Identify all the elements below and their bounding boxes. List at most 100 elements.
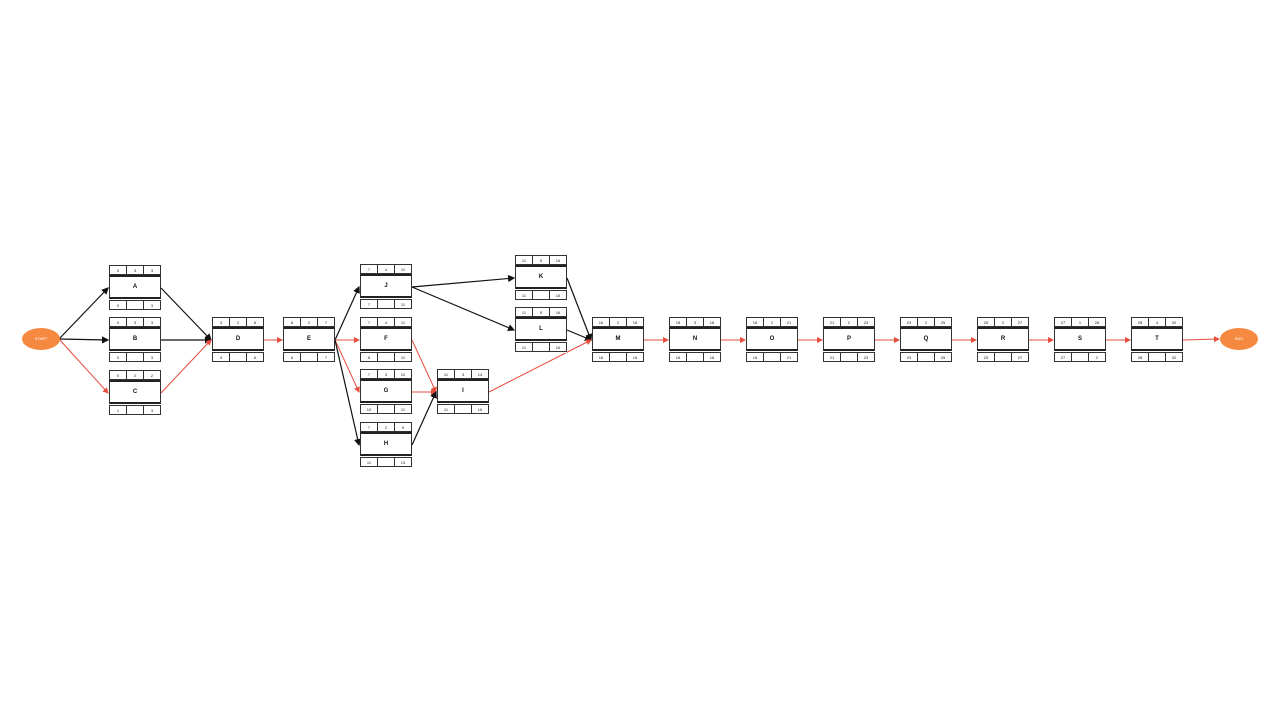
late-start: 11: [515, 290, 533, 300]
duration: 2: [917, 317, 935, 327]
start-node: START: [22, 328, 60, 350]
late-start: 18: [669, 352, 687, 362]
early-start: 11: [515, 255, 533, 265]
early-start: 16: [592, 317, 610, 327]
duration: 3: [126, 317, 144, 327]
late-start: 0: [109, 352, 127, 362]
duration: 3: [454, 369, 472, 379]
duration: 3: [377, 369, 395, 379]
slack: [377, 457, 395, 467]
slack: [377, 404, 395, 414]
edge-t-end: [1182, 336, 1220, 343]
early-finish: 3: [143, 265, 161, 275]
slack: [532, 290, 550, 300]
late-start: 0: [109, 300, 127, 310]
late-finish: 16: [471, 404, 489, 414]
duration: 2: [126, 370, 144, 380]
slack: [686, 352, 704, 362]
duration: 5: [532, 307, 550, 317]
edge-e-g: [334, 339, 360, 393]
activity-name: O: [746, 327, 798, 351]
late-start: 11: [360, 457, 378, 467]
late-finish: 11: [394, 299, 412, 309]
late-finish: 16: [549, 342, 567, 352]
early-finish: 10: [394, 369, 412, 379]
late-finish: 13: [394, 457, 412, 467]
early-finish: 14: [471, 369, 489, 379]
activity-name: P: [823, 327, 875, 351]
early-start: 6: [283, 317, 301, 327]
early-finish: 21: [780, 317, 798, 327]
early-start: 18: [746, 317, 764, 327]
early-finish: 18: [626, 317, 644, 327]
late-finish: 18: [703, 352, 721, 362]
early-finish: 2: [143, 370, 161, 380]
duration: 2: [994, 317, 1012, 327]
early-start: 7: [360, 422, 378, 432]
late-finish: 27: [1011, 352, 1029, 362]
edge-j-l: [411, 286, 516, 331]
late-start: 21: [823, 352, 841, 362]
late-finish: 7: [317, 352, 335, 362]
early-start: 3: [212, 317, 230, 327]
early-start: 25: [977, 317, 995, 327]
late-finish: 21: [780, 352, 798, 362]
duration: 2: [763, 317, 781, 327]
late-start: 7: [360, 299, 378, 309]
end-label: END: [1234, 336, 1244, 341]
activity-name: A: [109, 275, 161, 299]
slack: [300, 352, 318, 362]
duration: 2: [377, 422, 395, 432]
late-start: 16: [592, 352, 610, 362]
early-start: 7: [360, 264, 378, 274]
activity-name: T: [1131, 327, 1183, 351]
late-start: 23: [900, 352, 918, 362]
early-start: 28: [1131, 317, 1149, 327]
late-start: 8: [360, 352, 378, 362]
duration: 4: [377, 264, 395, 274]
late-start: 11: [437, 404, 455, 414]
late-start: 25: [977, 352, 995, 362]
slack: [1148, 352, 1166, 362]
slack: [840, 352, 858, 362]
late-finish: 6: [246, 352, 264, 362]
edge-k-m: [566, 277, 593, 342]
edge-h-i: [411, 390, 437, 446]
late-start: 11: [515, 342, 533, 352]
early-finish: 16: [549, 255, 567, 265]
late-start: 1: [109, 405, 127, 415]
early-finish: 18: [703, 317, 721, 327]
late-start: 27: [1054, 352, 1072, 362]
duration: 3: [126, 265, 144, 275]
activity-name: B: [109, 327, 161, 351]
activity-name: M: [592, 327, 644, 351]
late-start: 28: [1131, 352, 1149, 362]
slack: [994, 352, 1012, 362]
early-start: 27: [1054, 317, 1072, 327]
late-start: 3: [212, 352, 230, 362]
activity-name: G: [360, 379, 412, 403]
edge-c-d: [160, 339, 212, 394]
duration: 4: [1148, 317, 1166, 327]
edge-i-m: [488, 339, 592, 393]
activity-name: I: [437, 379, 489, 403]
slack: [609, 352, 627, 362]
late-finish: 32: [1165, 352, 1183, 362]
early-finish: 27: [1011, 317, 1029, 327]
slack: [454, 404, 472, 414]
early-finish: 28: [1088, 317, 1106, 327]
duration: 2: [840, 317, 858, 327]
slack: [532, 342, 550, 352]
